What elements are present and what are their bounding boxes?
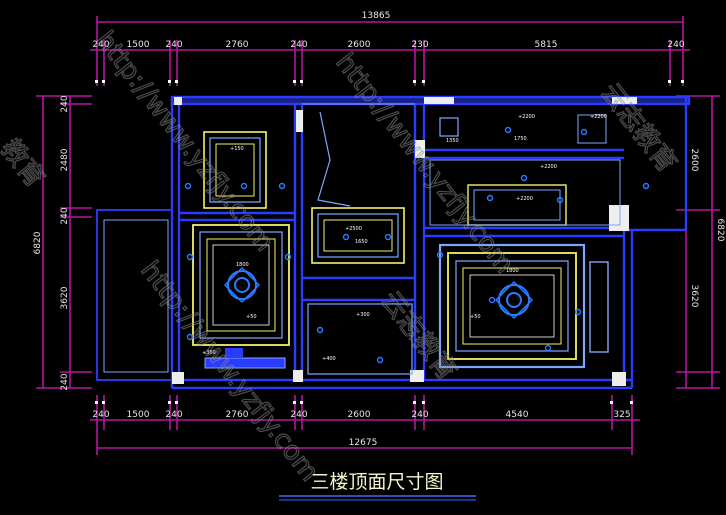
dim-left-seg: 3620 <box>60 286 70 309</box>
label-right-main: 1800 <box>506 268 519 274</box>
label-center-bottom-a: +300 <box>356 312 370 318</box>
label-center-sub: 1650 <box>355 239 368 245</box>
label-right-mid-a: +2200 <box>540 164 557 170</box>
dim-bottom-seg: 2600 <box>348 410 371 420</box>
dim-right-total: 6820 <box>715 219 725 242</box>
ceiling-room1 <box>192 131 290 369</box>
dim-top-seg: 240 <box>92 40 109 50</box>
dim-left-seg: 2480 <box>60 148 70 171</box>
ceiling-right <box>429 114 621 369</box>
label-right-small-b: 1750 <box>514 136 527 142</box>
dim-left-seg: 240 <box>60 373 70 390</box>
dim-top-seg: 240 <box>290 40 307 50</box>
label-right-top-a: +2200 <box>518 114 535 120</box>
dim-top-seg: 240 <box>667 40 684 50</box>
dim-bottom-seg: 1500 <box>127 410 150 420</box>
dim-top-seg: 2760 <box>226 40 249 50</box>
ceiling-labels: +150 1800 +50 +360 +2500 1650 +300 +400 … <box>202 114 607 362</box>
label-right-mid-b: +2200 <box>516 196 533 202</box>
dim-bottom-seg: 240 <box>290 410 307 420</box>
dim-bottom-seg: 240 <box>411 410 428 420</box>
label-right-small: 1350 <box>446 138 459 144</box>
dim-bottom-total: 12675 <box>349 438 378 448</box>
drawing-title: 三楼顶面尺寸图 <box>310 471 443 493</box>
dim-top-seg: 1500 <box>127 40 150 50</box>
dim-top-seg: 230 <box>411 40 428 50</box>
dim-left-seg: 240 <box>60 95 70 112</box>
dim-top-seg: 240 <box>165 40 182 50</box>
drawing-title-block: 三楼顶面尺寸图 <box>279 471 476 501</box>
light-fixtures <box>184 126 650 364</box>
watermark-brand: 云志教育 <box>594 78 682 178</box>
watermark-url: http://www.yzfjy.com <box>89 26 279 257</box>
dim-bottom-seg: 240 <box>92 410 109 420</box>
label-right-main-a: +50 <box>470 314 481 320</box>
label-room1-main: +50 <box>246 314 257 320</box>
dim-left-total: 6820 <box>33 231 43 254</box>
dim-top-seg: 2600 <box>348 40 371 50</box>
dimension-lines <box>36 16 720 455</box>
label-center-bottom-b: +400 <box>322 356 336 362</box>
ceiling-center <box>302 103 415 375</box>
label-right-top-b: +2200 <box>590 114 607 120</box>
dim-right-seg: 2600 <box>689 149 699 172</box>
label-center-top: +2500 <box>345 226 362 232</box>
dimension-markers <box>95 80 684 404</box>
dim-left-seg: 240 <box>60 207 70 224</box>
dim-bottom-seg: 240 <box>165 410 182 420</box>
dim-top-seg: 5815 <box>535 40 558 50</box>
label-room1-sub: 1800 <box>236 262 249 268</box>
dim-bottom-seg: 4540 <box>506 410 529 420</box>
label-room1-left: +360 <box>202 350 216 356</box>
dim-top-total: 13865 <box>362 11 391 21</box>
dim-right-seg: 3620 <box>689 285 699 308</box>
dimension-text: 13865 240 1500 240 2760 240 2600 230 581… <box>33 11 725 448</box>
label-room1-top: +150 <box>230 146 244 152</box>
dim-bottom-seg: 2760 <box>226 410 249 420</box>
dim-bottom-seg: 325 <box>613 410 630 420</box>
